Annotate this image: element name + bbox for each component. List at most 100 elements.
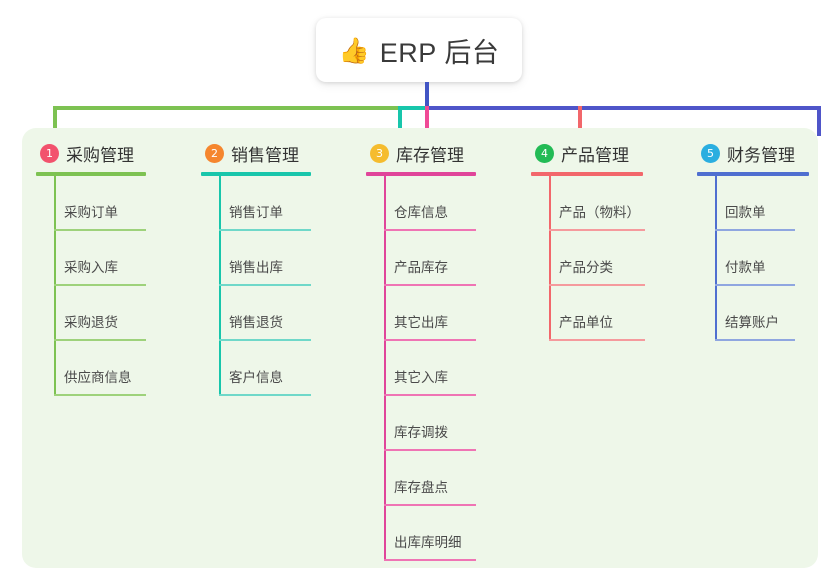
branch-item-label: 销售出库 (229, 260, 283, 275)
branch-header-3[interactable]: 3 库存管理 (366, 140, 526, 166)
branch-item[interactable]: 其它入库 (366, 341, 526, 396)
connector-bar-blue (425, 106, 821, 110)
branch-item-label: 销售退货 (229, 315, 283, 330)
branch-item[interactable]: 回款单 (697, 176, 837, 231)
branch-item-label: 付款单 (725, 260, 766, 275)
root-title: ERP 后台 (379, 37, 500, 68)
branch-rule-4 (531, 172, 643, 176)
branch-item[interactable]: 产品分类 (531, 231, 701, 286)
branch-column-1: 1 采购管理采购订单采购入库采购退货供应商信息 (36, 140, 196, 396)
branch-item[interactable]: 产品库存 (366, 231, 526, 286)
branch-item[interactable]: 出库库明细 (366, 506, 526, 561)
branch-item-rule (549, 339, 645, 341)
branch-spine-3 (384, 176, 386, 561)
branch-item-rule (219, 284, 311, 286)
connector-drop-4 (578, 106, 582, 136)
branch-item-rule (715, 229, 795, 231)
connector-drop-1 (53, 106, 57, 136)
branch-item[interactable]: 付款单 (697, 231, 837, 286)
branch-item-label: 产品（物料） (559, 205, 640, 220)
branch-item-label: 库存调拨 (394, 425, 448, 440)
branch-item[interactable]: 客户信息 (201, 341, 356, 396)
branch-item-label: 产品分类 (559, 260, 613, 275)
branch-item[interactable]: 产品单位 (531, 286, 701, 341)
branch-spine-1 (54, 176, 56, 396)
branch-item-rule (384, 559, 476, 561)
branch-title-1: 采购管理 (66, 145, 134, 165)
branch-item-label: 产品单位 (559, 315, 613, 330)
branch-item-label: 出库库明细 (394, 535, 462, 550)
connector-bar-teal (398, 106, 427, 110)
branch-item-rule (384, 449, 476, 451)
branch-item-label: 销售订单 (229, 205, 283, 220)
branch-item[interactable]: 采购入库 (36, 231, 196, 286)
branch-spine-4 (549, 176, 551, 341)
branch-header-1[interactable]: 1 采购管理 (36, 140, 196, 166)
diagram-panel (22, 128, 818, 568)
branch-item-rule (549, 284, 645, 286)
root-node[interactable]: 👍 ERP 后台 (316, 18, 522, 82)
branch-badge-1: 1 (40, 143, 59, 163)
branch-items-2: 销售订单销售出库销售退货客户信息 (201, 176, 356, 396)
branch-item-label: 供应商信息 (64, 370, 132, 385)
branch-item-label: 结算账户 (725, 315, 779, 330)
branch-item-rule (54, 394, 146, 396)
connector-bar-green (53, 106, 400, 110)
branch-item[interactable]: 采购退货 (36, 286, 196, 341)
branch-items-4: 产品（物料） 产品分类产品单位 (531, 176, 701, 341)
branch-item[interactable]: 仓库信息 (366, 176, 526, 231)
branch-badge-2: 2 (205, 143, 224, 163)
branch-badge-3: 3 (370, 143, 389, 163)
branch-item-rule (54, 339, 146, 341)
branch-item[interactable]: 销售退货 (201, 286, 356, 341)
branch-item-label: 采购退货 (64, 315, 118, 330)
branch-item-rule (384, 339, 476, 341)
branch-item-label: 仓库信息 (394, 205, 448, 220)
branch-item-rule (715, 284, 795, 286)
branch-item-rule (384, 394, 476, 396)
branch-header-2[interactable]: 2 销售管理 (201, 140, 356, 166)
thumbs-up-emoji: 👍 (338, 35, 370, 65)
branch-items-3: 仓库信息产品库存其它出库其它入库库存调拨库存盘点出库库明细 (366, 176, 526, 561)
branch-title-2: 销售管理 (231, 145, 299, 165)
connector-drop-5 (817, 106, 821, 136)
branch-item[interactable]: 采购订单 (36, 176, 196, 231)
branch-item-rule (384, 229, 476, 231)
branch-item[interactable]: 供应商信息 (36, 341, 196, 396)
branch-item[interactable]: 结算账户 (697, 286, 837, 341)
connector-drop-3 (425, 106, 429, 136)
branch-item-rule (715, 339, 795, 341)
branch-item[interactable]: 库存盘点 (366, 451, 526, 506)
branch-badge-5: 5 (701, 143, 720, 163)
branch-spine-2 (219, 176, 221, 396)
branch-item[interactable]: 库存调拨 (366, 396, 526, 451)
branch-item-rule (549, 229, 645, 231)
branch-item-rule (219, 394, 311, 396)
branch-item-rule (384, 284, 476, 286)
branch-rule-3 (366, 172, 476, 176)
connector-root-stem (425, 82, 429, 108)
branch-item-rule (219, 229, 311, 231)
branch-item-rule (219, 339, 311, 341)
branch-item-label: 库存盘点 (394, 480, 448, 495)
branch-badge-4: 4 (535, 143, 554, 163)
branch-item-label: 采购入库 (64, 260, 118, 275)
branch-item-label: 其它出库 (394, 315, 448, 330)
branch-title-3: 库存管理 (396, 145, 464, 165)
branch-item-rule (384, 504, 476, 506)
branch-item[interactable]: 产品（物料） (531, 176, 701, 231)
branch-item[interactable]: 其它出库 (366, 286, 526, 341)
branch-items-5: 回款单付款单结算账户 (697, 176, 837, 341)
branch-column-3: 3 库存管理仓库信息产品库存其它出库其它入库库存调拨库存盘点出库库明细 (366, 140, 526, 561)
branch-item-label: 其它入库 (394, 370, 448, 385)
branch-items-1: 采购订单采购入库采购退货供应商信息 (36, 176, 196, 396)
branch-item[interactable]: 销售订单 (201, 176, 356, 231)
connector-drop-2 (398, 106, 402, 136)
branch-item[interactable]: 销售出库 (201, 231, 356, 286)
branch-spine-5 (715, 176, 717, 341)
